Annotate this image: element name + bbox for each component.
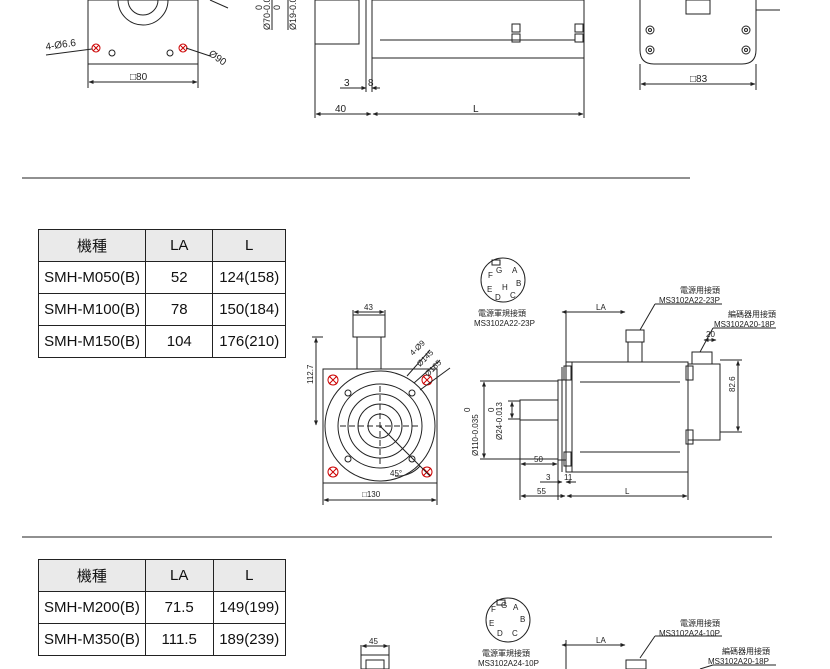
middle-pilot-dia: Ø110-0.035 xyxy=(471,414,480,456)
top-front-holes-label: 4-Ø6.6 xyxy=(45,38,77,53)
top-side-dim-a: 3 xyxy=(344,78,350,89)
middle-pilot-zero: 0 xyxy=(463,407,472,412)
top-side-shaft-length: 40 xyxy=(335,104,347,115)
table-b-l-cell: 189(239) xyxy=(212,623,286,656)
table-a-la-cell: 104 xyxy=(145,325,214,358)
middle-connector-diagram xyxy=(480,257,526,303)
table-row: SMH-M100(B) 78 150(184) xyxy=(37,293,286,326)
table-a-la-cell: 52 xyxy=(145,261,214,294)
model-table-b: 機種 LA L SMH-M200(B) 71.5 149(199) SMH-M3… xyxy=(38,559,286,656)
middle-encoder-label: 編碼器用接頭 xyxy=(728,309,776,319)
table-a-header-la: LA xyxy=(145,229,214,262)
middle-dim-3: 3 xyxy=(546,473,551,482)
middle-dim-55: 55 xyxy=(537,487,546,496)
bottom-connector-part: MS3102A24-10P xyxy=(478,659,539,668)
middle-encoder-part: MS3102A20-18P xyxy=(714,320,775,329)
middle-dim-l: L xyxy=(625,487,630,496)
table-a-model-cell: SMH-M050(B) xyxy=(37,261,147,294)
table-row: SMH-M200(B) 71.5 149(199) xyxy=(38,591,286,624)
table-a-header-l: L xyxy=(212,229,286,262)
bottom-dim-la: LA xyxy=(596,636,606,645)
top-front-square-label: □80 xyxy=(130,72,148,83)
middle-pin-g: G xyxy=(496,266,502,275)
top-side-view xyxy=(271,0,585,118)
middle-pin-d: D xyxy=(495,293,501,302)
top-front-view xyxy=(45,0,229,88)
table-b-header-l: L xyxy=(212,559,286,592)
table-a-model-cell: SMH-M100(B) xyxy=(37,293,147,326)
bottom-pin-g: G xyxy=(501,601,507,610)
table-b-la-cell: 111.5 xyxy=(144,623,214,656)
top-side-pilot-dia: Ø70-0.030 xyxy=(262,0,272,30)
top-side-dim-b: 8 xyxy=(368,78,374,89)
table-row: SMH-M350(B) 111.5 189(239) xyxy=(38,623,286,656)
bottom-encoder-label: 編碼器用接頭 xyxy=(722,646,770,656)
middle-connector-part: MS3102A22-23P xyxy=(474,319,535,328)
middle-front-angle: 45° xyxy=(390,469,402,478)
table-a-la-cell: 78 xyxy=(145,293,214,326)
table-b-model-cell: SMH-M200(B) xyxy=(38,591,146,624)
bottom-front-view xyxy=(360,644,390,669)
middle-front-view xyxy=(312,310,451,505)
top-front-pcd-label: Ø90 xyxy=(206,48,228,68)
middle-dim-la: LA xyxy=(596,303,606,312)
bottom-pin-d: D xyxy=(497,629,503,638)
table-a-header-model: 機種 xyxy=(37,229,147,262)
middle-connector-label: 電源軍規接頭 xyxy=(478,308,526,318)
middle-dim-82-6: 82.6 xyxy=(728,376,737,392)
table-row: SMH-M150(B) 104 176(210) xyxy=(37,325,286,358)
bottom-front-top-width: 45 xyxy=(369,637,378,646)
top-side-pilot-zero: 0 xyxy=(254,5,264,10)
middle-dim-50: 50 xyxy=(534,455,543,464)
bottom-connector-diagram xyxy=(485,597,531,643)
middle-pin-a: A xyxy=(512,266,518,275)
middle-pin-e: E xyxy=(487,285,492,294)
bottom-pin-f: F xyxy=(491,605,496,614)
top-rear-view xyxy=(639,0,780,90)
bottom-pin-b: B xyxy=(520,615,525,624)
top-rear-square-label: □83 xyxy=(690,74,708,85)
middle-front-height: 112.7 xyxy=(306,364,315,384)
middle-front-top-width: 43 xyxy=(364,303,373,312)
bottom-power-label: 電源用接頭 xyxy=(680,618,720,628)
table-a-l-cell: 150(184) xyxy=(212,293,286,326)
middle-pin-h: H xyxy=(502,283,508,292)
middle-shaft-dia: Ø24-0.013 xyxy=(495,402,504,440)
table-a-l-cell: 176(210) xyxy=(212,325,286,358)
table-a-model-cell: SMH-M150(B) xyxy=(37,325,147,358)
middle-dim-20: 20 xyxy=(706,330,715,339)
middle-power-label: 電源用接頭 xyxy=(680,285,720,295)
model-table-a: 機種 LA L SMH-M050(B) 52 124(158) SMH-M100… xyxy=(37,229,286,358)
table-b-header-model: 機種 xyxy=(38,559,146,592)
bottom-pin-a: A xyxy=(513,603,519,612)
table-row: SMH-M050(B) 52 124(158) xyxy=(37,261,286,294)
middle-pin-f: F xyxy=(488,271,493,280)
bottom-pin-e: E xyxy=(489,619,494,628)
table-b-header-row: 機種 LA L xyxy=(38,559,286,592)
middle-front-square: □130 xyxy=(362,490,381,499)
bottom-pin-c: C xyxy=(512,629,518,638)
bottom-connector-label: 電源軍規接頭 xyxy=(482,648,530,658)
middle-pin-b: B xyxy=(516,279,521,288)
middle-pin-c: C xyxy=(510,291,516,300)
table-b-model-cell: SMH-M350(B) xyxy=(38,623,146,656)
table-b-l-cell: 149(199) xyxy=(212,591,286,624)
middle-shaft-zero: 0 xyxy=(487,407,496,412)
middle-dim-11: 11 xyxy=(564,473,573,482)
middle-side-view xyxy=(480,303,776,500)
table-b-header-la: LA xyxy=(144,559,214,592)
top-side-body-length: L xyxy=(473,104,479,115)
top-side-shaft-zero: 0 xyxy=(272,5,282,10)
bottom-side-view xyxy=(561,635,776,669)
bottom-power-part: MS3102A24-10P xyxy=(659,629,720,638)
bottom-encoder-part: MS3102A20-18P xyxy=(708,657,769,666)
table-a-l-cell: 124(158) xyxy=(212,261,286,294)
table-b-la-cell: 71.5 xyxy=(144,591,214,624)
middle-power-part: MS3102A22-23P xyxy=(659,296,720,305)
table-a-header-row: 機種 LA L xyxy=(37,229,286,262)
top-side-shaft-dia: Ø19-0.013 xyxy=(288,0,298,30)
